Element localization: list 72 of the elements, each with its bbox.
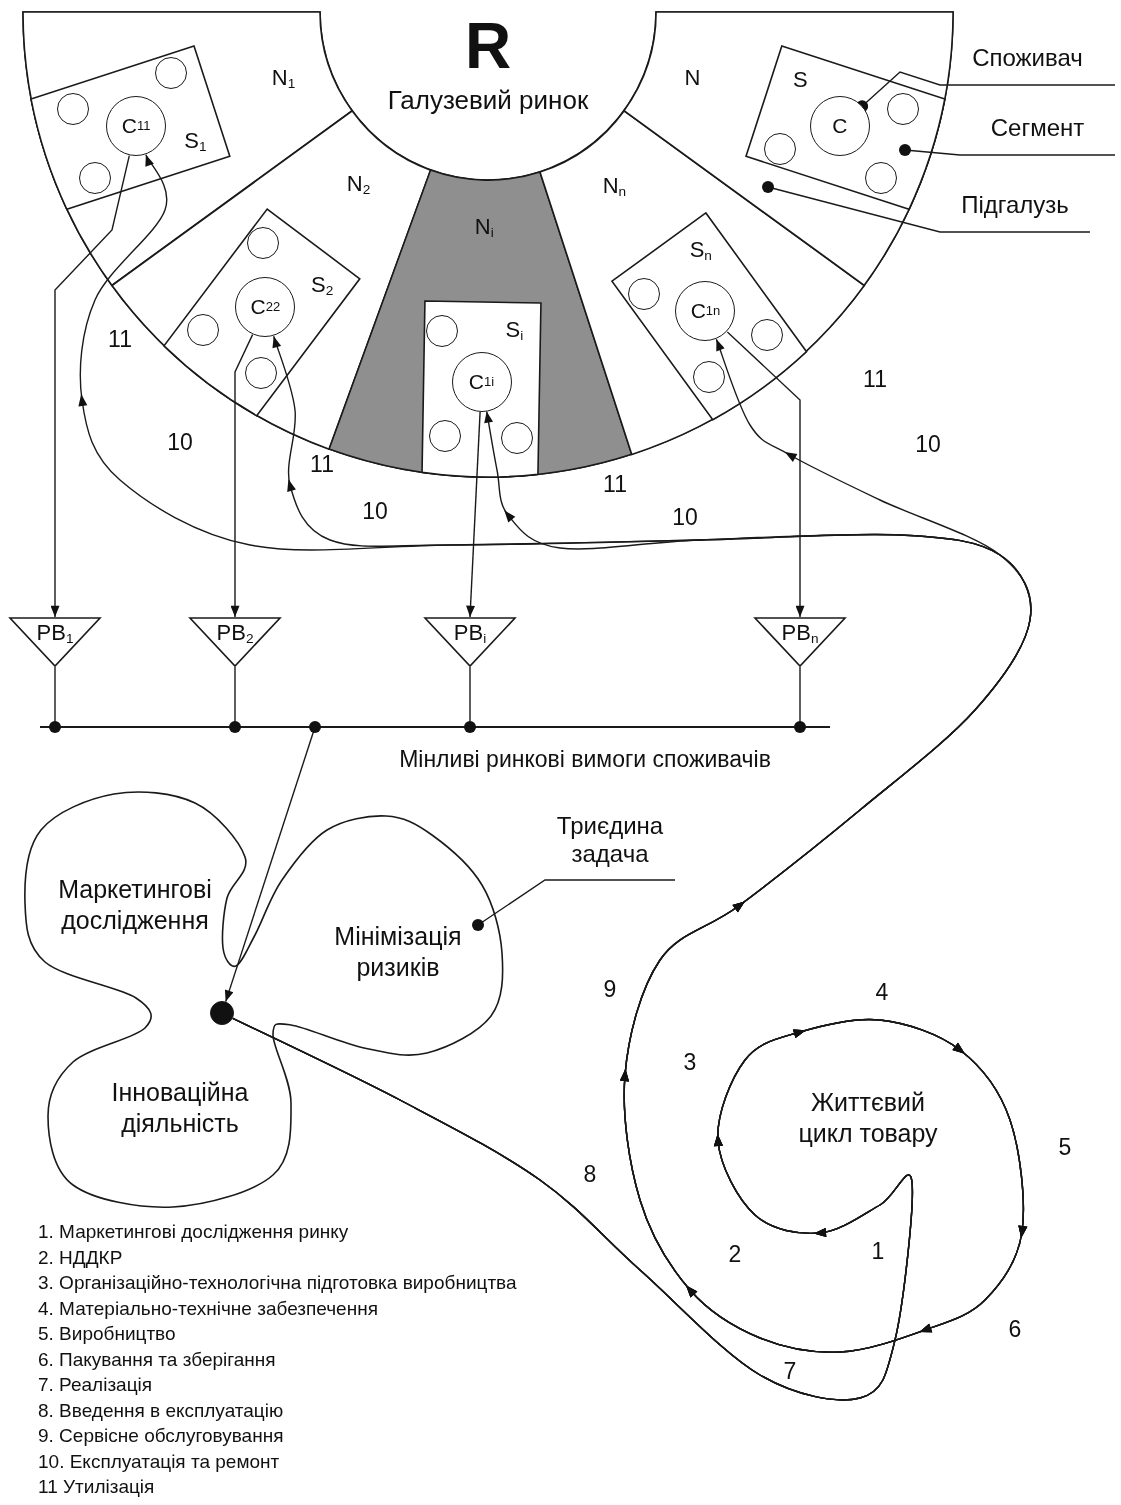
callout-number: 11 [310, 452, 334, 478]
callout-number: 5 [1058, 1135, 1072, 1161]
sector-label: N$_{i}$ [474, 214, 494, 240]
callout-number: 2 [728, 1242, 742, 1268]
market-letter: R [464, 10, 512, 82]
callout-number: 4 [875, 980, 889, 1006]
area-label: Маркетингові дослідження [57, 873, 213, 936]
segment-box [164, 208, 360, 416]
segment-label: S$_{i}$ [505, 318, 524, 343]
list-item: 11 Утилізація [38, 1476, 155, 1498]
connector-line [229, 666, 241, 733]
callout-number: 10 [672, 505, 698, 531]
callout-number: 10 [167, 430, 193, 456]
market-label: Галузевий ринок [387, 85, 589, 115]
callout-number: 11 [863, 367, 887, 393]
arrow [466, 411, 481, 618]
cycle-label: Життєвий цикл товару [797, 1086, 939, 1149]
segment-box [31, 46, 231, 210]
leader-line [472, 879, 676, 931]
list-item: 3. Організаційно-технологічна підготовка виробництва [38, 1272, 517, 1294]
arrow [230, 333, 254, 618]
callout-label: Споживач [940, 44, 1115, 85]
arrow [224, 721, 321, 1003]
list-item: 1. Маркетингові дослідження ринку [38, 1221, 349, 1243]
connector-line [49, 666, 61, 733]
requirement-triangle: PB$_{1}$ [9, 617, 101, 667]
list-item: 2. НДДКР [38, 1247, 123, 1268]
callout-number: 11 [603, 472, 627, 498]
requirement-triangle: PB$_{2}$ [189, 617, 281, 667]
segment-label: S$_{1}$ [184, 128, 207, 153]
list-item: 5. Виробництво [38, 1323, 176, 1345]
segment-box [611, 212, 807, 420]
list-item: 4. Матеріально-технічне забезпечення [38, 1298, 378, 1319]
callout-number: 8 [583, 1162, 597, 1188]
callout-number: 1 [871, 1239, 885, 1265]
leader-line [899, 144, 1116, 156]
arrow [50, 154, 130, 618]
callout-number: 10 [915, 432, 941, 458]
leader-line [762, 181, 1091, 233]
sector-label: N$_{2}$ [346, 171, 371, 196]
area-label: Інноваційна діяльність [110, 1076, 250, 1139]
arrow [726, 331, 805, 618]
callout-number: 7 [783, 1359, 797, 1385]
list-item: 7. Реалізація [38, 1374, 153, 1396]
market-fan [23, 12, 953, 477]
callout-label: Сегмент [960, 114, 1115, 155]
callout-label: Підгалузь [940, 191, 1090, 232]
callout-number: 10 [362, 499, 388, 525]
list-item: 8. Введення в експлуатацію [38, 1400, 284, 1421]
requirement-triangle: PB$_{i}$ [424, 617, 516, 667]
bus-caption: Мінливі ринкові вимоги споживачів [399, 747, 771, 773]
segment-label: S [792, 67, 808, 92]
segment-box [421, 300, 541, 477]
callout-number: 3 [683, 1050, 697, 1076]
list-item: 10. Експлуатація та ремонт [38, 1451, 280, 1472]
list-item: 6. Пакування та зберігання [38, 1349, 276, 1370]
callout-label: Триєдина задача [545, 812, 675, 880]
connector-line [794, 666, 806, 733]
callout-number: 6 [1008, 1317, 1022, 1343]
leader-line [856, 71, 1116, 113]
area-label: Мінімізація ризиків [333, 920, 463, 983]
requirement-triangle: PB$_{n}$ [754, 617, 846, 667]
connector-line [464, 666, 476, 733]
sector-label: N$_{n}$ [602, 173, 627, 198]
sector-label: N [684, 66, 701, 91]
callout-number: 9 [603, 977, 617, 1003]
segment-label: S$_{2}$ [311, 273, 334, 298]
callout-number: 11 [108, 327, 132, 353]
segment-label: S$_{n}$ [689, 238, 712, 263]
segment-box [745, 46, 945, 210]
list-item: 9. Сервісне обслуговування [38, 1425, 284, 1447]
sector-label: N$_{1}$ [271, 66, 296, 91]
